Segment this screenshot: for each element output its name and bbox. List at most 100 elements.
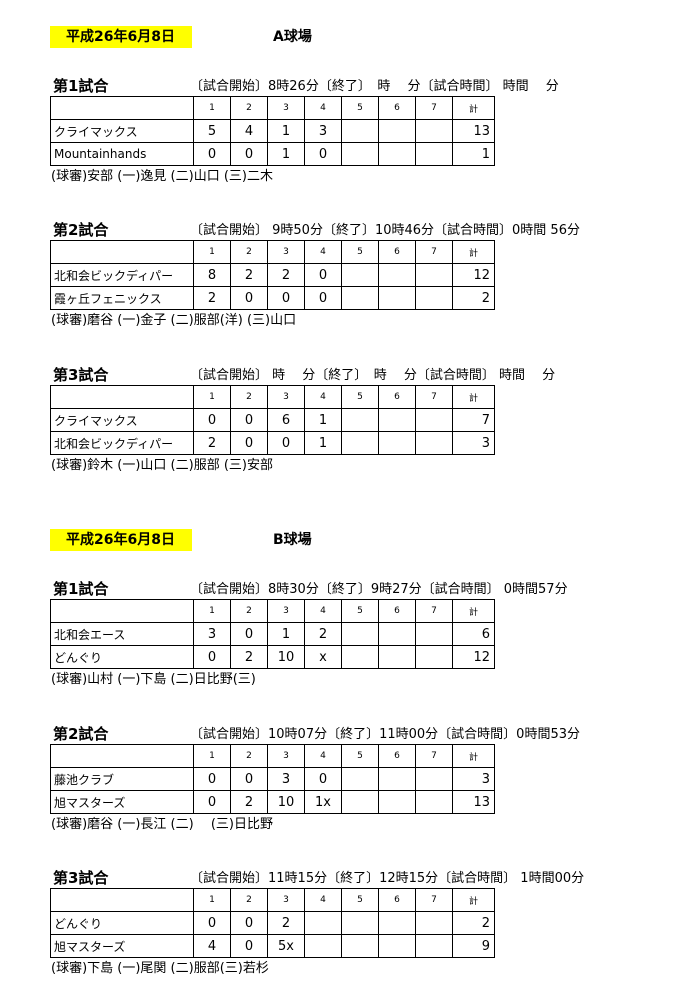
game-title: 第3試合: [53, 869, 109, 887]
score-table: 1 2 3 4 5 6 7 計 藤池クラブ 0 0 3 0 3 旭: [50, 744, 495, 814]
umpires-line: (球審)山村 (一)下島 (二)日比野(三): [51, 672, 256, 687]
header-inning-2: 2: [230, 240, 268, 264]
team-name: どんぐり: [50, 645, 194, 669]
inning-score: [415, 934, 453, 958]
inning-score: 0: [230, 767, 268, 791]
inning-score: [378, 790, 416, 814]
header-inning-1: 1: [193, 96, 231, 120]
inning-score: 1x: [304, 790, 342, 814]
inning-score: 0: [230, 431, 268, 455]
game-block: 第2試合 〔試合開始〕10時07分〔終了〕11時00分〔試合時間〕0時間53分 …: [0, 725, 685, 845]
header-inning-3: 3: [267, 96, 305, 120]
score-header-row: 1 2 3 4 5 6 7 計: [50, 96, 495, 120]
total-score: 3: [452, 767, 495, 791]
game-title: 第1試合: [53, 77, 109, 95]
score-header-row: 1 2 3 4 5 6 7 計: [50, 385, 495, 409]
inning-score: 0: [230, 286, 268, 310]
header-inning-7: 7: [415, 96, 453, 120]
team-row: 旭マスターズ 4 0 5x 9: [50, 934, 495, 958]
field-name: B球場: [273, 532, 312, 548]
inning-score: 2: [193, 286, 231, 310]
header-inning-4: 4: [304, 240, 342, 264]
inning-score: [378, 119, 416, 143]
header-inning-1: 1: [193, 240, 231, 264]
header-inning-6: 6: [378, 599, 416, 623]
score-table: 1 2 3 4 5 6 7 計 北和会エース 3 0 1 2 6: [50, 599, 495, 669]
header-inning-1: 1: [193, 385, 231, 409]
header-inning-5: 5: [341, 385, 379, 409]
header-inning-6: 6: [378, 744, 416, 768]
inning-score: 1: [267, 622, 305, 646]
game-time-info: 〔試合開始〕11時15分〔終了〕12時15分〔試合時間〕 1時間00分: [190, 871, 585, 886]
inning-score: 2: [193, 431, 231, 455]
inning-score: 0: [193, 408, 231, 432]
team-name: Mountainhands: [50, 142, 194, 166]
inning-score: [304, 911, 342, 935]
inning-score: [378, 431, 416, 455]
header-inning-7: 7: [415, 744, 453, 768]
total-score: 13: [452, 119, 495, 143]
game-block: 第3試合 〔試合開始〕11時15分〔終了〕12時15分〔試合時間〕 1時間00分…: [0, 869, 685, 989]
score-table: 1 2 3 4 5 6 7 計 クライマックス 0 0 6 1 7: [50, 385, 495, 455]
header-inning-3: 3: [267, 888, 305, 912]
header-inning-7: 7: [415, 888, 453, 912]
total-score: 2: [452, 911, 495, 935]
team-name: 北和会ビックディパー: [50, 263, 194, 287]
inning-score: 2: [230, 790, 268, 814]
date-badge: 平成26年6月8日: [50, 529, 192, 551]
header-inning-3: 3: [267, 744, 305, 768]
inning-score: 10: [267, 790, 305, 814]
team-name: 北和会エース: [50, 622, 194, 646]
header-inning-1: 1: [193, 888, 231, 912]
game-block: 第1試合 〔試合開始〕8時30分〔終了〕9時27分〔試合時間〕 0時間57分 1…: [0, 580, 685, 700]
team-row: どんぐり 0 0 2 2: [50, 911, 495, 935]
inning-score: [304, 934, 342, 958]
inning-score: [341, 934, 379, 958]
inning-score: 1: [304, 408, 342, 432]
team-row: 藤池クラブ 0 0 3 0 3: [50, 767, 495, 791]
team-name: 旭マスターズ: [50, 934, 194, 958]
field-name: A球場: [273, 29, 312, 45]
game-block: 第1試合 〔試合開始〕8時26分〔終了〕 時 分〔試合時間〕 時間 分 1 2 …: [0, 77, 685, 197]
team-row: 北和会ビックディパー 8 2 2 0 12: [50, 263, 495, 287]
header-inning-4: 4: [304, 744, 342, 768]
team-row: クライマックス 0 0 6 1 7: [50, 408, 495, 432]
game-title: 第2試合: [53, 725, 109, 743]
header-total: 計: [452, 385, 495, 409]
inning-score: 0: [304, 263, 342, 287]
inning-score: 3: [304, 119, 342, 143]
game-time-info: 〔試合開始〕 時 分〔終了〕 時 分〔試合時間〕 時間 分: [190, 368, 556, 383]
inning-score: 2: [230, 263, 268, 287]
score-header-row: 1 2 3 4 5 6 7 計: [50, 888, 495, 912]
team-name: 藤池クラブ: [50, 767, 194, 791]
header-inning-2: 2: [230, 744, 268, 768]
game-time-info: 〔試合開始〕10時07分〔終了〕11時00分〔試合時間〕0時間53分: [190, 727, 580, 742]
game-title: 第2試合: [53, 221, 109, 239]
team-row: どんぐり 0 2 10 x 12: [50, 645, 495, 669]
header-team-cell: [50, 240, 194, 264]
inning-score: [378, 767, 416, 791]
inning-score: 0: [304, 767, 342, 791]
header-total: 計: [452, 888, 495, 912]
header-inning-2: 2: [230, 599, 268, 623]
inning-score: 4: [230, 119, 268, 143]
umpires-line: (球審)鈴木 (一)山口 (二)服部 (三)安部: [51, 458, 273, 473]
inning-score: [415, 911, 453, 935]
total-score: 2: [452, 286, 495, 310]
inning-score: 2: [230, 645, 268, 669]
score-header-row: 1 2 3 4 5 6 7 計: [50, 744, 495, 768]
team-row: 霞ヶ丘フェニックス 2 0 0 0 2: [50, 286, 495, 310]
inning-score: x: [304, 645, 342, 669]
header-inning-2: 2: [230, 888, 268, 912]
inning-score: [415, 645, 453, 669]
game-block: 第2試合 〔試合開始〕 9時50分〔終了〕10時46分〔試合時間〕0時間 56分…: [0, 221, 685, 341]
header-inning-5: 5: [341, 599, 379, 623]
total-score: 7: [452, 408, 495, 432]
inning-score: 5: [193, 119, 231, 143]
inning-score: 0: [230, 911, 268, 935]
inning-score: [341, 911, 379, 935]
team-row: 北和会ビックディパー 2 0 0 1 3: [50, 431, 495, 455]
inning-score: [415, 408, 453, 432]
game-time-info: 〔試合開始〕 9時50分〔終了〕10時46分〔試合時間〕0時間 56分: [190, 223, 580, 238]
header-inning-3: 3: [267, 385, 305, 409]
